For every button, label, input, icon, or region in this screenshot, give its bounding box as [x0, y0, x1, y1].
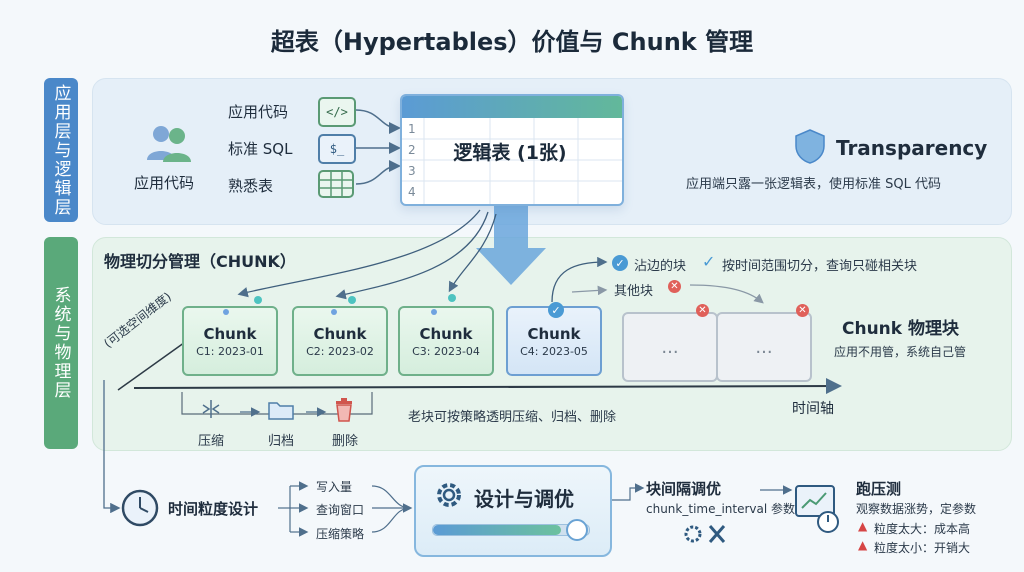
close-icon: ✕ [796, 304, 809, 317]
close-icon: ✕ [696, 304, 709, 317]
slider-knob [566, 519, 588, 541]
warning-icon: ▲ [858, 519, 868, 533]
chunk-placeholder-dots: ... [755, 336, 773, 358]
source-label-sql: 标准 SQL [228, 140, 293, 158]
warning-too-small: 粒度太小：开销大 [874, 541, 971, 555]
chunk-title: Chunk 物理块 [842, 319, 960, 339]
row-number: 2 [408, 143, 416, 157]
old-chunk-note: 老块可按策略透明压缩、归档、删除 [408, 410, 617, 425]
checkmark-icon: ✓ [702, 252, 716, 271]
check-icon: ✓ [548, 302, 564, 318]
row-number: 4 [408, 185, 416, 199]
gear-icon [437, 483, 461, 507]
compress-icon [202, 400, 220, 418]
action-compress: 压缩 [198, 434, 225, 449]
table-icon [318, 170, 354, 198]
row-number: 1 [408, 122, 416, 136]
action-archive: 归档 [268, 434, 295, 449]
terminal-icon: $_ [318, 134, 356, 164]
factor-query-window: 查询窗口 [316, 503, 365, 517]
chunk-label: C4: 2023-05 [520, 344, 588, 358]
user-label: 应用代码 [134, 174, 195, 192]
code-icon: </> [318, 97, 356, 127]
side-tab-app-layer: 应用层与逻辑层 [44, 78, 78, 222]
chunk-placeholder: ... [716, 312, 812, 382]
side-tab-system-layer: 系统与物理层 [44, 237, 78, 449]
action-delete: 删除 [332, 434, 359, 449]
transparency-title: Transparency [836, 136, 988, 160]
users-icon [147, 126, 191, 162]
row-number: 3 [408, 164, 416, 178]
legend-other: 其他块 [614, 284, 654, 299]
physical-section-title: 物理切分管理（CHUNK） [104, 252, 296, 271]
chunk-label: C2: 2023-02 [306, 344, 374, 358]
tools-icon [684, 525, 726, 543]
page-title: 超表（Hypertables）价值与 Chunk 管理 [270, 28, 754, 56]
granularity-title: 时间粒度设计 [168, 500, 259, 518]
chunk-name: Chunk [313, 324, 367, 343]
folder-icon [268, 402, 294, 420]
chunk-c3: Chunk C3: 2023-04 [398, 306, 494, 376]
interval-param: chunk_time_interval 参数 [646, 502, 796, 516]
design-box [414, 465, 612, 557]
chunk-desc: 应用不用管，系统自己管 [834, 345, 967, 359]
time-axis-label: 时间轴 [792, 401, 834, 417]
design-title: 设计与调优 [474, 487, 574, 511]
chunk-name: Chunk [419, 324, 473, 343]
chunk-name: Chunk [203, 324, 257, 343]
legend-hit: 沾边的块 [634, 259, 687, 274]
trash-icon [336, 398, 352, 422]
tuning-slider [432, 524, 590, 536]
interval-title: 块间隔调优 [646, 480, 722, 498]
source-label-table: 熟悉表 [228, 177, 274, 195]
chunk-name: Chunk [527, 324, 581, 343]
chunk-label: C3: 2023-04 [412, 344, 480, 358]
clock-icon [121, 489, 159, 527]
transparency-desc: 应用端只露一张逻辑表，使用标准 SQL 代码 [686, 177, 941, 192]
shield-icon [795, 129, 825, 164]
logical-table [400, 94, 624, 206]
bench-title: 跑压测 [856, 480, 902, 498]
warning-icon: ▲ [858, 538, 868, 552]
close-icon: ✕ [668, 280, 681, 293]
legend-hit-desc: 按时间范围切分，查询只碰相关块 [722, 259, 918, 274]
factor-compression: 压缩策略 [316, 527, 365, 541]
chunk-placeholder-dots: ... [661, 336, 679, 358]
chunk-c1: Chunk C1: 2023-01 [182, 306, 278, 376]
bench-desc: 观察数据涨势，定参数 [856, 502, 977, 516]
factor-write-volume: 写入量 [316, 480, 353, 494]
chunk-label: C1: 2023-01 [196, 344, 264, 358]
benchmark-icon [795, 485, 839, 533]
source-label-app-code: 应用代码 [228, 103, 289, 121]
logical-table-title: 逻辑表 (1张) [453, 142, 567, 164]
check-icon: ✓ [612, 255, 628, 271]
warning-too-large: 粒度太大：成本高 [874, 522, 971, 536]
chunk-c2: Chunk C2: 2023-02 [292, 306, 388, 376]
